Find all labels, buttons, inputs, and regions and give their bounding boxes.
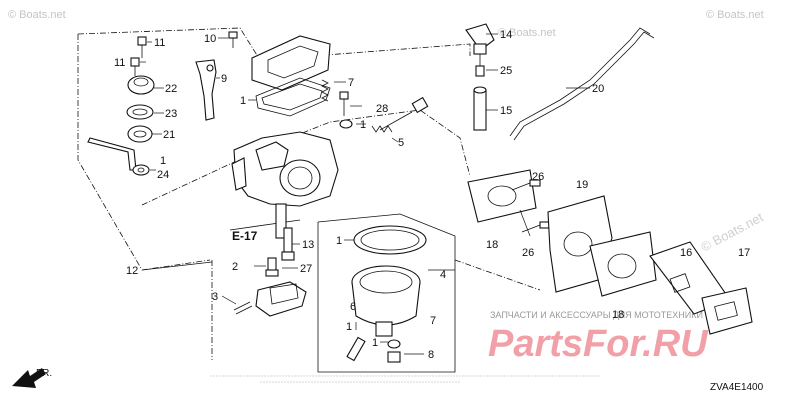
callout-27: 27 <box>300 263 312 275</box>
part-jet-2 <box>265 257 279 277</box>
part-vent-tube <box>465 23 495 66</box>
fr-arrow-icon <box>12 368 46 388</box>
callout-5: 5 <box>398 137 404 149</box>
callout-1: 1 <box>372 337 378 349</box>
brand-logo: ЗАПЧАСТИ И АКСЕССУАРЫ ДЛЯ МОТОТЕХНИКИ Pa… <box>488 310 709 365</box>
callout-16: 16 <box>680 247 692 259</box>
leader-lines <box>140 33 590 355</box>
part-choke-arm <box>87 125 153 171</box>
part-main-jet <box>281 227 295 261</box>
callout-1: 1 <box>360 119 366 131</box>
part-gasket-17 <box>701 287 753 335</box>
callout-20: 20 <box>592 83 604 95</box>
callout-10: 10 <box>204 33 216 45</box>
callout-18: 18 <box>486 239 498 251</box>
callout-14: 14 <box>500 29 512 41</box>
callout-22: 22 <box>165 83 177 95</box>
part-carburetor-body <box>231 131 339 239</box>
part-choke-rod <box>509 27 655 141</box>
part-float-bowl <box>351 265 421 337</box>
section-reference: E-17 <box>232 229 258 243</box>
brand-tagline: ЗАПЧАСТИ И АКСЕССУАРЫ ДЛЯ МОТОТЕХНИКИ <box>490 310 703 320</box>
part-clip-25 <box>475 65 485 77</box>
callout-24: 24 <box>157 169 169 181</box>
watermark-layer: © Boats.net © Boats.net © Boats.net © Bo… <box>8 9 766 255</box>
part-bowl-bolt <box>387 339 401 363</box>
lead-e17 <box>229 219 301 231</box>
float-bowl-frame <box>317 213 456 373</box>
callout-1: 1 <box>240 95 246 107</box>
watermark-top-left: © Boats.net <box>8 9 66 21</box>
callout-26: 26 <box>522 247 534 259</box>
inner-frame <box>141 109 471 206</box>
callout-18: 18 <box>612 309 624 321</box>
callout-17: 17 <box>738 247 750 259</box>
callout-9: 9 <box>221 73 227 85</box>
callout-8: 8 <box>428 349 434 361</box>
callout-28: 28 <box>376 103 388 115</box>
part-lever <box>195 59 217 121</box>
callout-25: 25 <box>500 65 512 77</box>
callout-2: 2 <box>232 261 238 273</box>
part-screw-10 <box>228 31 238 48</box>
part-spring-7 <box>321 79 329 102</box>
callout-7: 7 <box>348 77 354 89</box>
callout-21: 21 <box>163 129 175 141</box>
callout-26: 26 <box>532 171 544 183</box>
part-drain-screw <box>346 336 366 362</box>
part-collar <box>126 104 154 120</box>
brand-wordmark: PartsFor.RU <box>488 323 709 365</box>
callout-11: 11 <box>154 37 165 49</box>
front-direction-indicator: FR. <box>12 368 52 388</box>
diagram-code: ZVA4E1400 <box>710 382 764 393</box>
part-pin-3 <box>233 301 253 315</box>
callout-6: 6 <box>350 301 356 313</box>
callout-labels: 11 11 22 23 21 1 24 10 9 1 7 28 1 5 14 2… <box>114 29 750 361</box>
callout-1: 1 <box>160 155 166 167</box>
part-choke-knob <box>127 75 155 95</box>
callout-12: 12 <box>126 265 138 277</box>
gasket-lead <box>454 259 541 291</box>
callout-15: 15 <box>500 105 512 117</box>
callout-13: 13 <box>302 239 314 251</box>
watermark-right: © Boats.net <box>698 209 766 254</box>
part-gasket-18b <box>589 231 657 297</box>
callout-19: 19 <box>576 179 588 191</box>
watermark-top-center: © Boats.net <box>498 27 556 39</box>
part-float-chamber-cover <box>251 35 331 91</box>
part-gasket-18a <box>467 169 537 223</box>
part-pilot-screw <box>371 96 429 133</box>
callout-7: 7 <box>430 315 436 327</box>
part-float <box>255 281 307 317</box>
part-screws-28 <box>339 91 353 129</box>
part-o-ring <box>353 225 427 255</box>
callout-4: 4 <box>440 269 446 281</box>
part-tube-15 <box>473 86 487 131</box>
callout-3: 3 <box>212 291 218 303</box>
watermark-top-right: © Boats.net <box>706 9 764 21</box>
part-washer <box>132 164 150 176</box>
callout-23: 23 <box>165 108 177 120</box>
main-frame-left <box>77 34 211 271</box>
part-screws-left <box>130 36 147 76</box>
callout-11: 11 <box>114 57 125 69</box>
fine-print <box>210 375 600 383</box>
callout-1: 1 <box>336 235 342 247</box>
fr-label: FR. <box>36 368 52 379</box>
callout-1: 1 <box>346 321 352 333</box>
